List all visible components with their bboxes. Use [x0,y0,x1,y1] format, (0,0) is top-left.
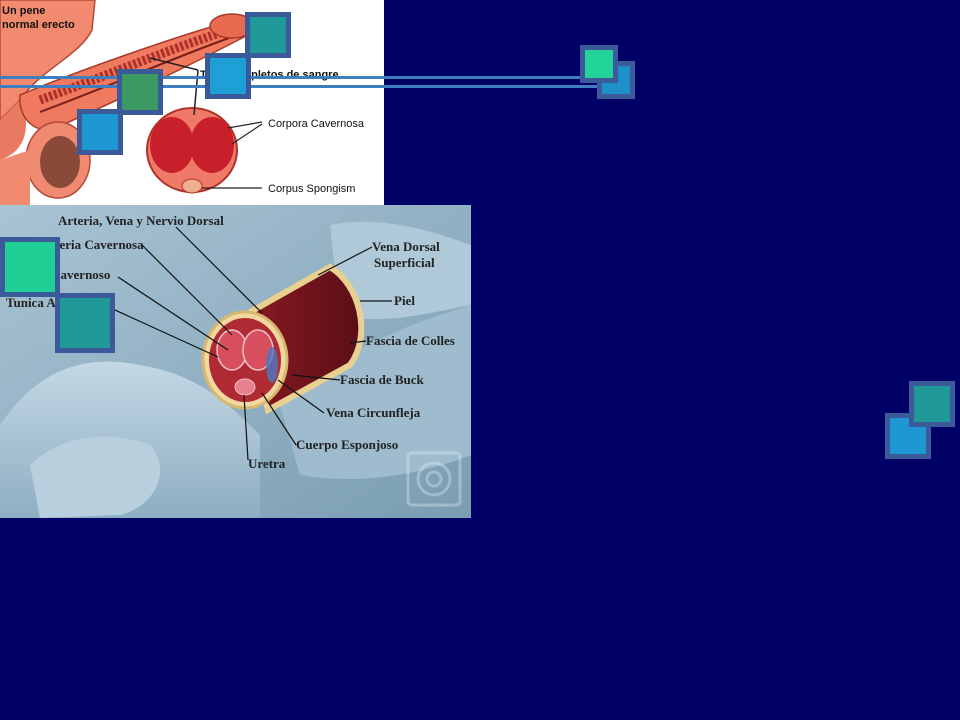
label-vena-circunfleja: Vena Circunfleja [326,405,421,420]
decor-square [205,53,251,99]
label-uretra: Uretra [248,456,286,471]
label-fascia-colles: Fascia de Colles [366,333,455,348]
label-arteria-cavernosa: Arteria Cavernosa [40,237,144,252]
decor-square [245,12,291,58]
decor-line-bottom [0,85,628,88]
decor-square [0,237,60,297]
decor-square [580,45,618,83]
label-corpus-spongism: Corpus Spongism [268,183,355,195]
cross-section-illustration: Arteria, Vena y Nervio Dorsal Arteria Ca… [0,205,471,518]
label-corpora-cavernosa: Corpora Cavernosa [268,118,365,130]
label-superficial: Superficial [374,255,435,270]
label-piel: Piel [394,293,415,308]
label-dorsal: Arteria, Vena y Nervio Dorsal [58,213,224,228]
label-cuerpo-esponjoso: Cuerpo Esponjoso [296,437,398,452]
label-title-line2: normal erecto [2,19,75,31]
decor-square [55,293,115,353]
decor-square [909,381,955,427]
label-title-line1: Un pene [2,5,45,17]
erect-penis-diagram: Un pene normal erecto Tejidos repletos d… [0,0,384,205]
watermark-logo [406,451,462,507]
decor-line-top [0,76,628,79]
decor-square [117,69,163,115]
erect-penis-illustration: Un pene normal erecto Tejidos repletos d… [0,0,365,205]
label-vena-dorsal: Vena Dorsal [372,239,440,254]
label-fascia-buck: Fascia de Buck [340,372,425,387]
penis-cross-section-diagram: Arteria, Vena y Nervio Dorsal Arteria Ca… [0,205,471,518]
decor-square [77,109,123,155]
